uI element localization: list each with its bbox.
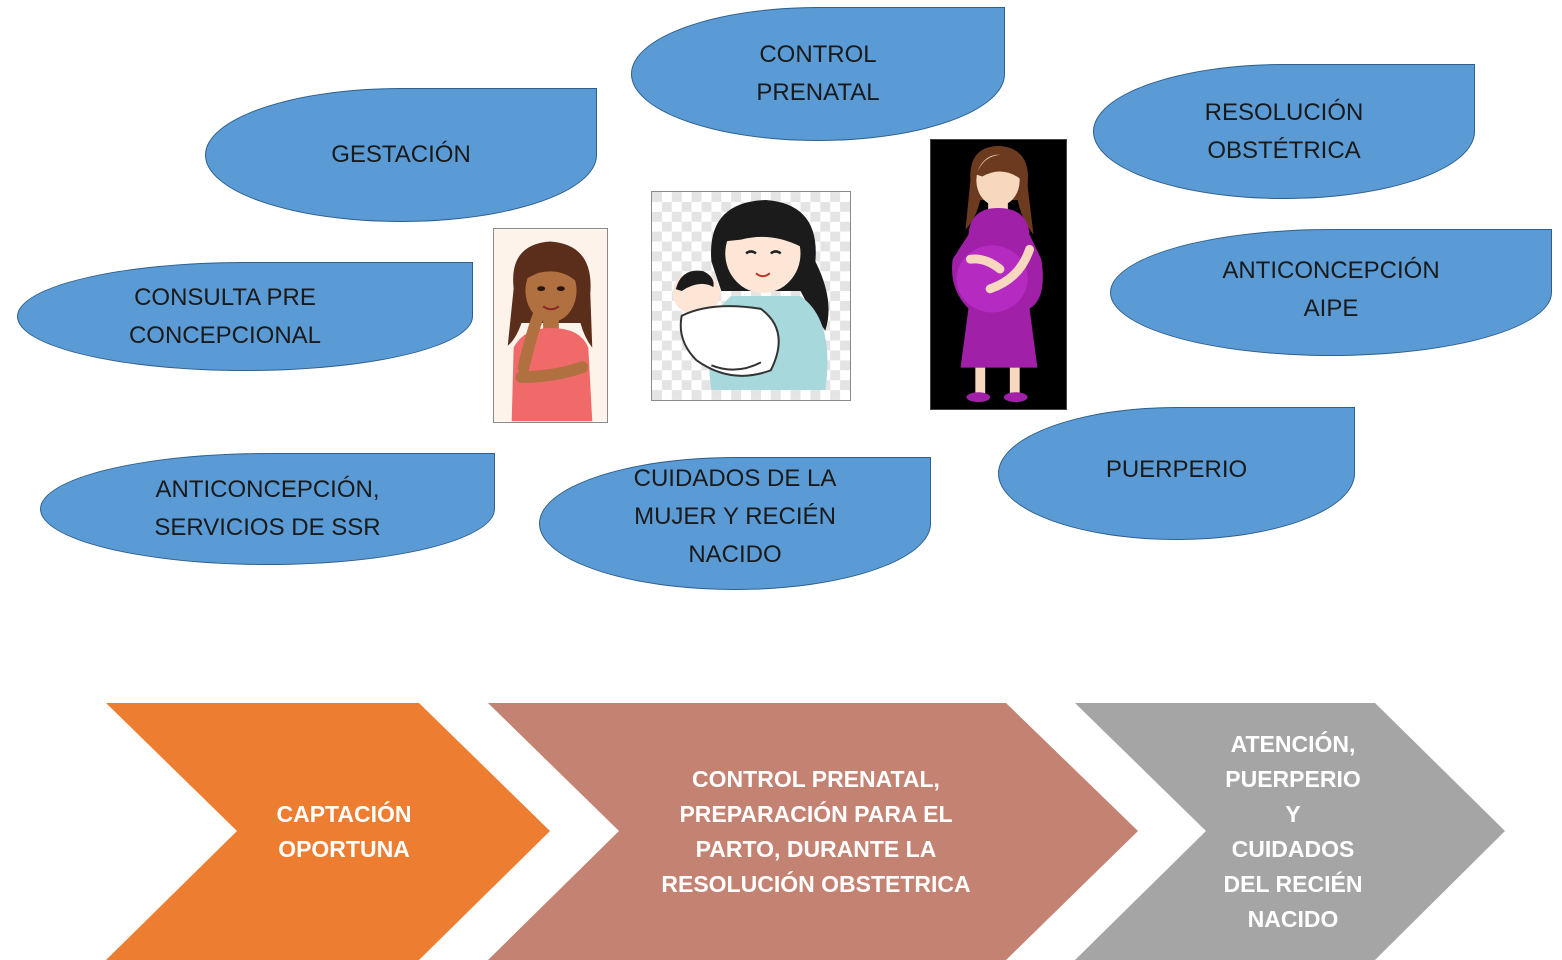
bubble-resolucion-obstetrica-label: RESOLUCIÓN OBSTÉTRICA: [1204, 98, 1364, 164]
bubble-puerperio-label: PUERPERIO: [1105, 455, 1248, 483]
bubble-resolucion-obstetrica: RESOLUCIÓN OBSTÉTRICA: [1093, 64, 1475, 199]
chevron-atencion-label: ATENCIÓN, PUERPERIO Y CUIDADOS DEL RECIÉ…: [1223, 731, 1363, 932]
bubble-control-prenatal: CONTROL PRENATAL: [631, 7, 1005, 141]
bubble-gestacion: GESTACIÓN: [205, 88, 597, 222]
chevron-captacion-label: CAPTACIÓN OPORTUNA: [276, 801, 412, 862]
pregnant-woman-icon: [931, 140, 1066, 409]
bubble-control-prenatal-label: CONTROL PRENATAL: [756, 41, 880, 106]
bubble-cuidados-mujer-recien-nacido-label: CUIDADOS DE LA MUJER Y RECIÉN NACIDO: [633, 464, 837, 568]
woman-thinking-picture: [493, 228, 608, 423]
bubble-puerperio: PUERPERIO: [998, 407, 1355, 540]
chevron-control-prenatal-label: CONTROL PRENATAL, PREPARACIÓN PARA EL PA…: [661, 766, 971, 897]
chevron-control-prenatal-shape: [488, 703, 1138, 960]
bubble-consulta-pre-concepcional: CONSULTA PRE CONCEPCIONAL: [17, 262, 473, 371]
bubble-consulta-pre-concepcional-label: CONSULTA PRE CONCEPCIONAL: [128, 283, 322, 349]
chevron-captacion-shape: [106, 703, 550, 960]
chevron-atencion: [1075, 703, 1505, 960]
woman-thinking-icon: [494, 229, 607, 422]
chevron-control-prenatal: [488, 703, 1138, 960]
bubble-anticoncepcion-ssr: ANTICONCEPCIÓN, SERVICIOS DE SSR: [40, 453, 495, 565]
bubble-gestacion-label: GESTACIÓN: [331, 141, 471, 168]
mother-baby-picture: [651, 191, 851, 401]
bubble-cuidados-mujer-recien-nacido: CUIDADOS DE LA MUJER Y RECIÉN NACIDO: [539, 457, 931, 590]
bubble-anticoncepcion-aipe: ANTICONCEPCIÓN AIPE: [1110, 229, 1552, 356]
chevron-captacion: [106, 703, 550, 960]
bubble-anticoncepcion-ssr-label: ANTICONCEPCIÓN, SERVICIOS DE SSR: [154, 476, 381, 541]
pregnant-woman-picture: [930, 139, 1067, 410]
chevron-atencion-shape: [1075, 703, 1505, 960]
bubble-anticoncepcion-aipe-label: ANTICONCEPCIÓN AIPE: [1222, 256, 1440, 322]
mother-baby-icon: [652, 192, 850, 400]
